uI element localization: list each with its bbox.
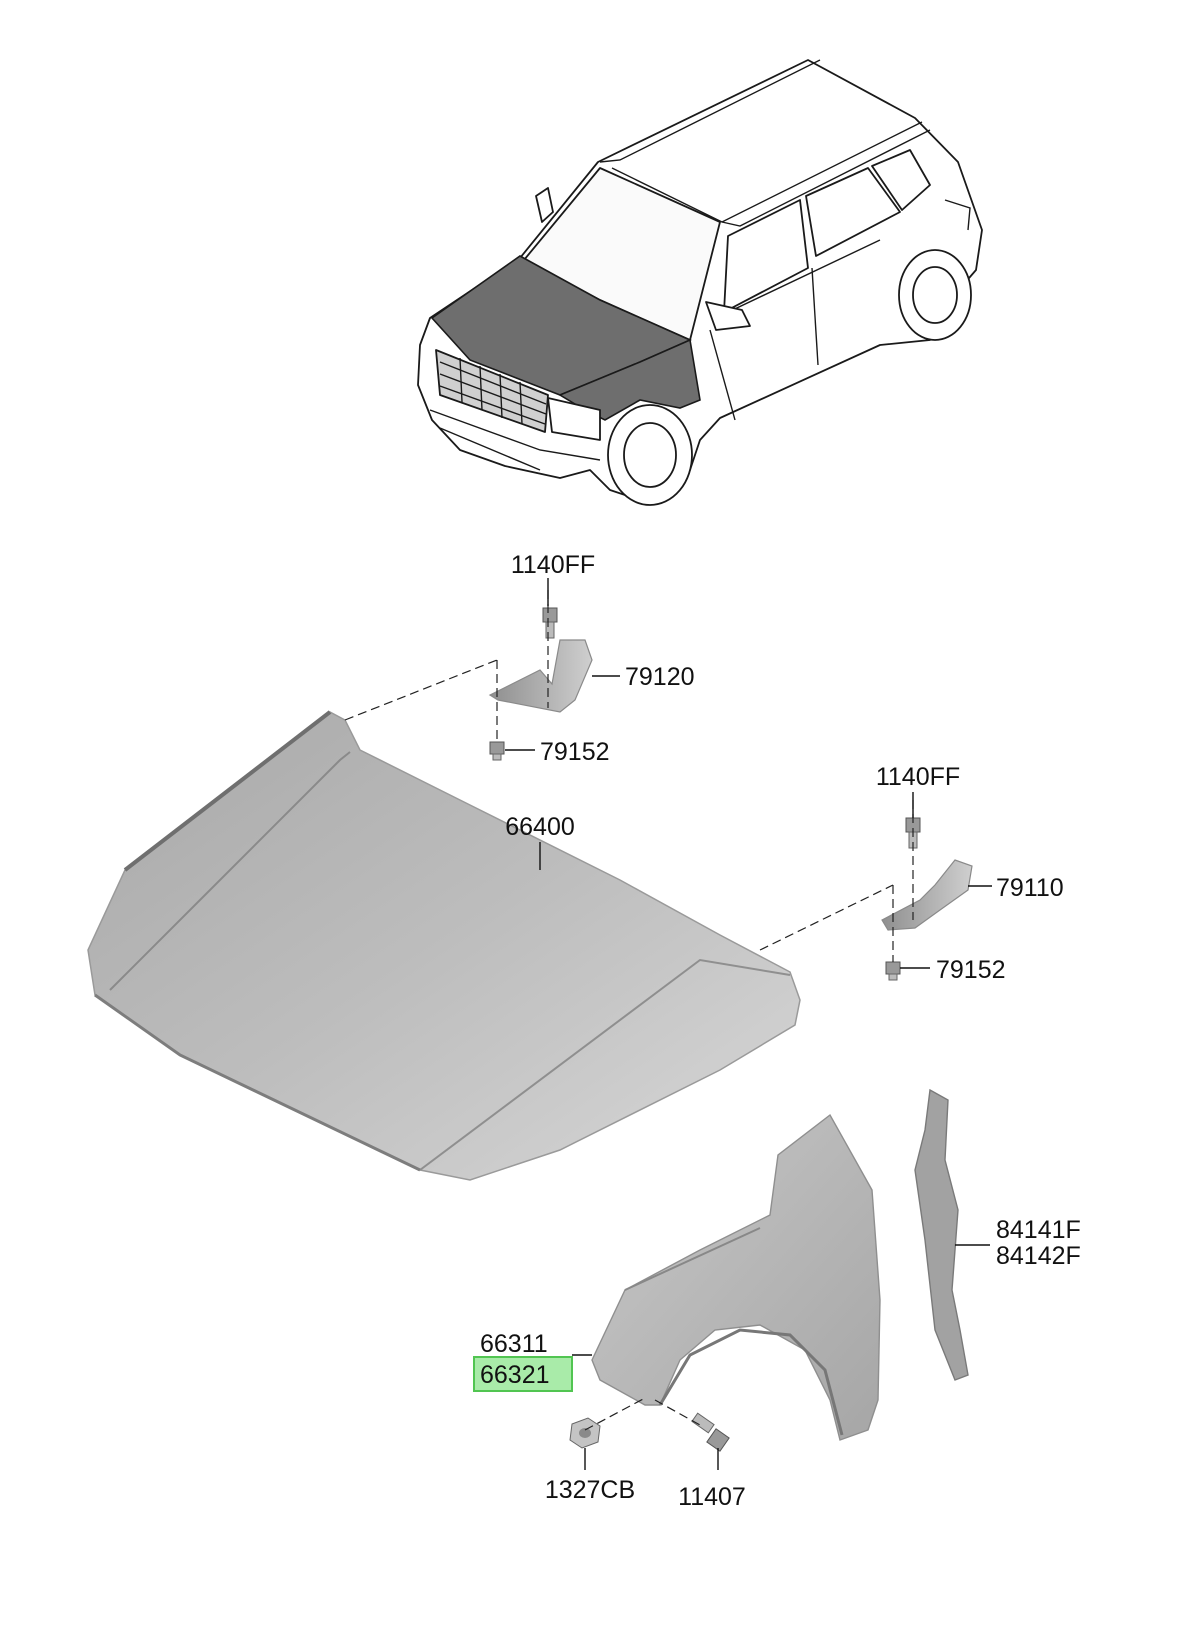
fender-insulator-shape xyxy=(914,1088,969,1381)
callout-66400[interactable]: 66400 xyxy=(505,813,575,841)
nut-icon xyxy=(569,1417,601,1449)
callout-66321[interactable]: 66321 xyxy=(480,1361,550,1389)
hood-panel-shape xyxy=(87,710,801,1181)
callout-79152-left[interactable]: 79152 xyxy=(540,738,610,766)
callout-84142F[interactable]: 84142F xyxy=(996,1242,1081,1270)
vehicle-illustration xyxy=(417,59,983,506)
callout-66311[interactable]: 66311 xyxy=(480,1330,548,1358)
callout-11407[interactable]: 11407 xyxy=(678,1483,746,1511)
callout-1140FF-right[interactable]: 1140FF xyxy=(876,763,960,791)
highlight-box xyxy=(473,1356,573,1392)
callout-79120[interactable]: 79120 xyxy=(625,663,695,691)
callout-1140FF-left[interactable]: 1140FF xyxy=(511,551,595,579)
callout-79110[interactable]: 79110 xyxy=(996,874,1064,902)
fender-shape xyxy=(591,1113,881,1441)
leader-lines xyxy=(505,578,992,1470)
callout-84141F[interactable]: 84141F xyxy=(996,1216,1081,1244)
bolt-icon xyxy=(542,607,558,639)
hinge-left-group xyxy=(488,607,593,761)
assembly-lines xyxy=(344,590,914,1431)
bolt-icon xyxy=(489,741,505,761)
bolt-icon xyxy=(885,961,901,981)
callout-1327CB[interactable]: 1327CB xyxy=(545,1476,635,1504)
callout-79152-right[interactable]: 79152 xyxy=(936,956,1006,984)
bolt-icon xyxy=(691,1412,730,1452)
